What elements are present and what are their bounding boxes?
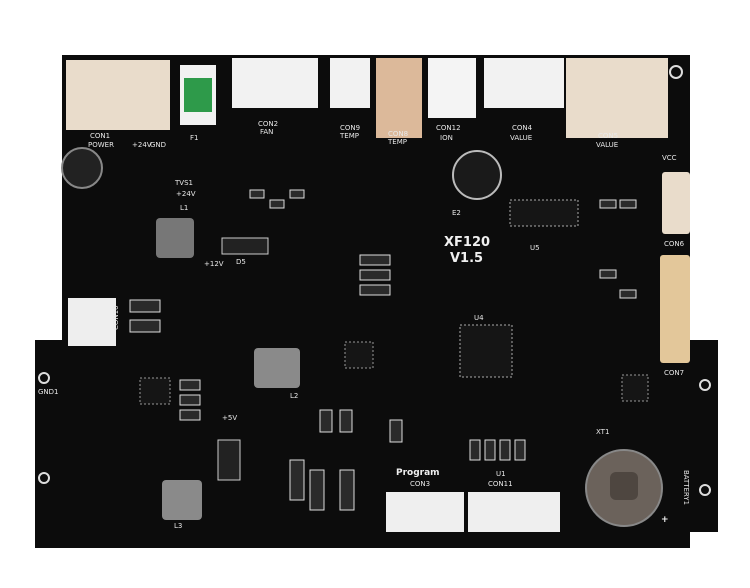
label-con9-function: TEMP	[339, 132, 359, 140]
connector-con8	[376, 58, 422, 138]
electrolytic-capacitor	[61, 147, 103, 189]
label-u1: U1	[496, 470, 506, 478]
mounting-hole	[669, 65, 683, 79]
inductor-l3	[162, 480, 202, 520]
label-con2-function: FAN	[260, 128, 273, 136]
battery-clip	[610, 472, 638, 500]
label-5v: +5V	[222, 414, 237, 422]
label-con7: CON7	[664, 369, 684, 377]
label-program: Program	[396, 468, 440, 478]
label-battery: BATTERY1	[682, 470, 690, 505]
label-tvs1: TVS1	[174, 179, 193, 187]
label-l1: L1	[180, 204, 188, 212]
label-con9: CON9	[340, 124, 360, 132]
label-12v: +12V	[204, 260, 224, 268]
connector-con2	[232, 58, 318, 108]
label-u5: U5	[530, 244, 540, 252]
board-model: XF120	[444, 235, 490, 250]
connector-con12	[428, 58, 476, 118]
label-vcc: VCC	[662, 154, 677, 162]
label-l3: L3	[174, 522, 182, 530]
connector-con10	[68, 298, 116, 346]
inductor-l1	[156, 218, 194, 258]
pcb-board	[35, 55, 718, 548]
label-con5-function: VALUE	[596, 141, 618, 149]
fuse-body	[184, 78, 212, 112]
connector-con5	[566, 58, 668, 138]
mounting-hole	[38, 372, 50, 384]
connector-con4	[484, 58, 564, 108]
label-con10: CON10	[112, 305, 120, 330]
inductor-l2	[254, 348, 300, 388]
label-e2: E2	[452, 209, 461, 217]
connector-con3	[386, 492, 464, 532]
label-xt1: XT1	[596, 428, 609, 436]
label-con3: CON3	[410, 480, 430, 488]
connector-con9	[330, 58, 370, 108]
label-battery-plus: +	[661, 515, 669, 525]
label-d5: D5	[236, 258, 246, 266]
chip-small	[139, 377, 171, 405]
mounting-hole	[699, 379, 711, 391]
chip-small	[621, 374, 649, 402]
mounting-hole	[699, 484, 711, 496]
label-24v: +24V	[132, 141, 152, 149]
mounting-hole	[38, 472, 50, 484]
label-gnd1: GND1	[38, 388, 59, 396]
label-24v-2: +24V	[176, 190, 196, 198]
chip-u4	[459, 324, 513, 378]
label-con12: CON12	[436, 124, 461, 132]
connector-con6	[662, 172, 690, 234]
chip-small	[344, 341, 374, 369]
connector-con7	[660, 255, 690, 363]
label-con8: CON8	[388, 130, 408, 138]
label-con4: CON4	[512, 124, 533, 132]
connector-con1	[66, 60, 170, 130]
label-con8-function: TEMP	[387, 138, 407, 146]
smd-components	[129, 189, 637, 511]
board-version: V1.5	[450, 251, 483, 266]
label-con6: CON6	[664, 240, 685, 248]
label-gnd: GND	[150, 141, 166, 149]
label-l2: L2	[290, 392, 298, 400]
connector-con11	[468, 492, 560, 532]
label-con4-function: VALUE	[510, 134, 532, 142]
label-u4: U4	[474, 314, 484, 322]
label-con1-function: POWER	[88, 141, 114, 149]
label-con1: CON1	[90, 132, 110, 140]
diode-d5	[221, 237, 269, 255]
chip-u5	[509, 199, 579, 227]
label-con12-function: ION	[440, 134, 453, 142]
electrolytic-capacitor-e2	[452, 150, 502, 200]
label-con11: CON11	[488, 480, 513, 488]
label-con5: CON5	[598, 132, 618, 140]
label-f1: F1	[190, 134, 198, 142]
label-con2: CON2	[258, 120, 278, 128]
diode	[217, 439, 241, 481]
